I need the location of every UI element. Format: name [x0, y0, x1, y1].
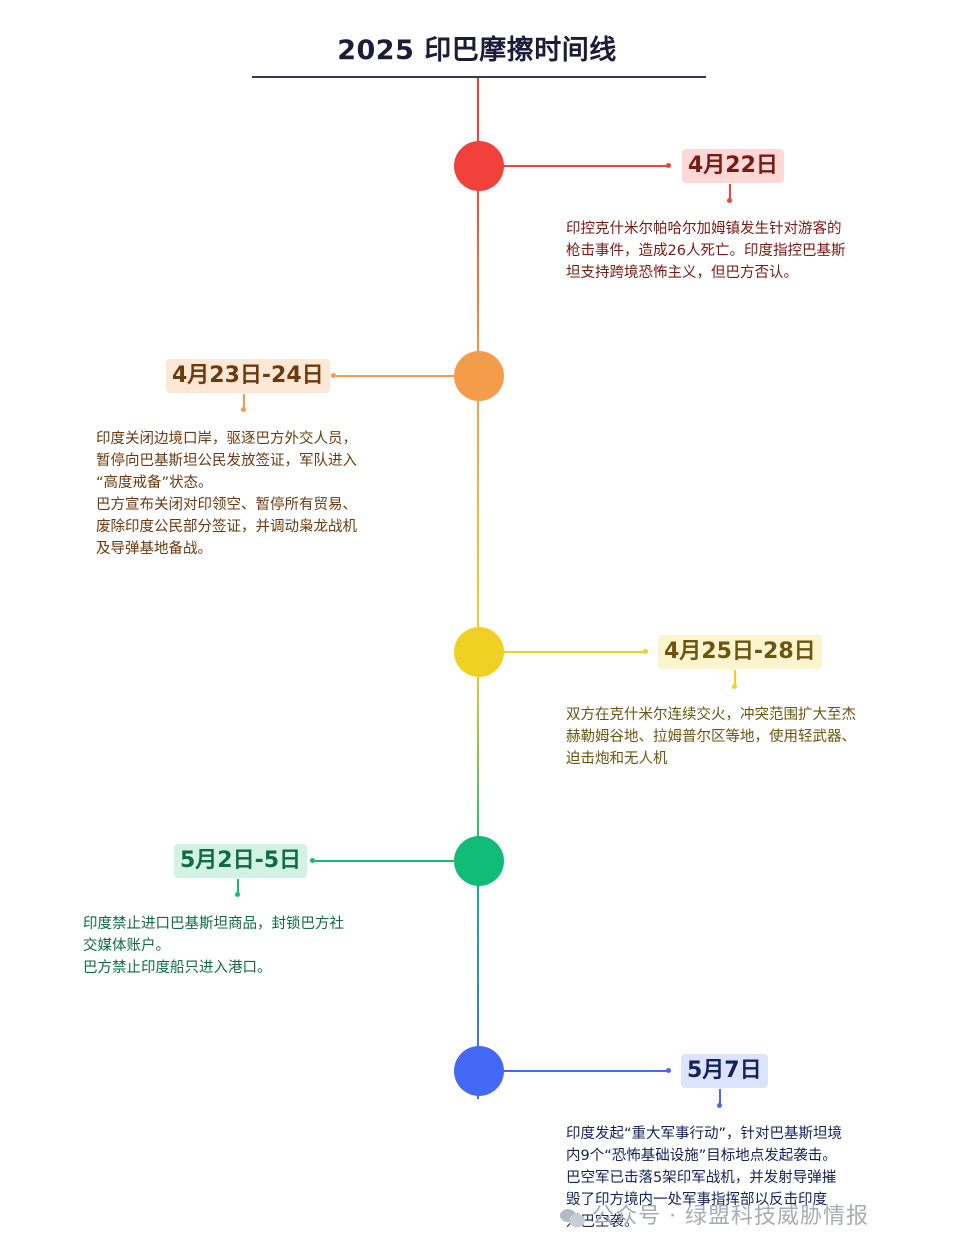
timeline-axis-segment	[477, 376, 479, 652]
connector-line	[503, 1070, 667, 1072]
event-date-badge: 4月23日-24日	[166, 359, 330, 393]
connector-line	[315, 860, 454, 862]
timeline-axis-segment	[477, 652, 479, 861]
connector-dot	[666, 1068, 671, 1073]
connector-dot	[643, 649, 648, 654]
badge-tick	[729, 184, 731, 200]
timeline-axis-segment	[477, 166, 479, 376]
connector-line	[503, 651, 644, 653]
event-date-badge: 5月7日	[681, 1054, 768, 1088]
connector-line	[336, 375, 454, 377]
event-date-badge: 4月25日-28日	[658, 635, 822, 669]
badge-tick-dot	[732, 684, 737, 689]
badge-tick	[734, 670, 736, 686]
badge-tick	[243, 394, 245, 409]
title-underline	[252, 76, 706, 78]
connector-line	[503, 165, 667, 167]
timeline-axis-segment	[477, 78, 479, 166]
badge-tick-dot	[717, 1103, 722, 1108]
timeline-node	[454, 351, 504, 401]
badge-tick-dot	[727, 198, 732, 203]
timeline-axis-segment	[477, 861, 479, 1071]
watermark-text: 公众号 · 绿盟科技威胁情报	[592, 1204, 869, 1229]
connector-dot	[331, 373, 336, 378]
badge-tick-dot	[241, 407, 246, 412]
event-description: 双方在克什米尔连续交火，冲突范围扩大至杰 赫勒姆谷地、拉姆普尔区等地，使用轻武器…	[566, 707, 856, 767]
timeline-node	[454, 141, 504, 191]
badge-tick-dot	[235, 892, 240, 897]
watermark: 公众号 · 绿盟科技威胁情报	[560, 1198, 869, 1230]
event-date-badge: 5月2日-5日	[174, 844, 308, 878]
timeline-node	[454, 1046, 504, 1096]
badge-tick	[719, 1089, 721, 1105]
event-description: 印度禁止进口巴基斯坦商品，封锁巴方社 交媒体账户。 巴方禁止印度船只进入港口。	[83, 916, 344, 976]
event-description: 印度发起“重大军事行动”，针对巴基斯坦境 内9个“恐怖基础设施”目标地点发起袭击…	[566, 1126, 843, 1230]
wechat-icon	[560, 1207, 586, 1227]
timeline-node	[454, 836, 504, 886]
page-title: 2025 印巴摩擦时间线	[337, 35, 617, 66]
timeline-node	[454, 627, 504, 677]
event-description: 印控克什米尔帕哈尔加姆镇发生针对游客的 枪击事件，造成26人死亡。印度指控巴基斯…	[566, 221, 846, 281]
badge-tick	[237, 879, 239, 894]
event-description: 印度关闭边境口岸，驱逐巴方外交人员， 暂停向巴基斯坦公民发放签证，军队进入 “高…	[96, 431, 357, 557]
connector-dot	[666, 163, 671, 168]
event-date-badge: 4月22日	[682, 149, 784, 183]
connector-dot	[310, 858, 315, 863]
